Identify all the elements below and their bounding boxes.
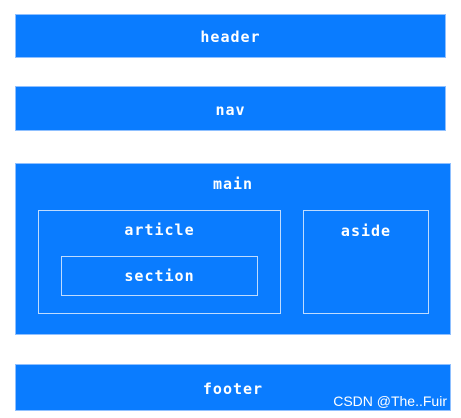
main-label: main [212,175,254,193]
header-label: header [200,28,261,46]
nav-label: nav [215,101,246,119]
main-block: main article section aside [15,163,451,335]
footer-label: footer [202,380,264,398]
article-label: article [124,221,195,239]
section-label: section [124,267,195,285]
section-block: section [61,256,258,296]
article-block: article section [38,210,281,314]
watermark-text: CSDN @The..Fuir [333,393,447,409]
footer-block: footer [15,364,451,411]
nav-block: nav [15,86,446,131]
aside-block: aside [303,210,429,314]
header-block: header [15,14,446,58]
aside-label: aside [340,222,392,240]
